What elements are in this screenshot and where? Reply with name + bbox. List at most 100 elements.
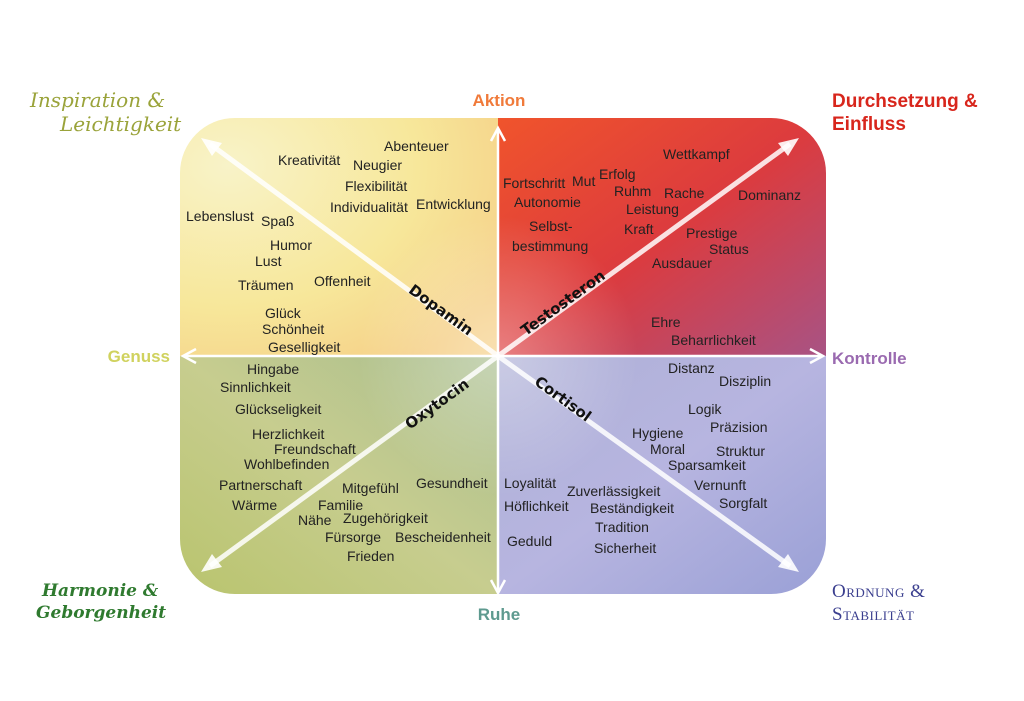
word: Tradition bbox=[595, 519, 649, 535]
word: Präzision bbox=[710, 419, 768, 435]
arrow-left-icon bbox=[180, 347, 197, 365]
word: Moral bbox=[650, 441, 685, 457]
arrowhead-bottom-right-icon bbox=[778, 554, 799, 572]
axis-label-left: Genuss bbox=[108, 347, 170, 366]
corner-line: Ordnung & bbox=[832, 581, 926, 602]
word: Mitgefühl bbox=[342, 480, 399, 496]
word: Träumen bbox=[238, 277, 294, 293]
word: Offenheit bbox=[314, 273, 371, 289]
corner-line: Geborgenheit bbox=[36, 603, 167, 623]
word: Kraft bbox=[624, 221, 654, 237]
corner-label-top-left: Inspiration & Leichtigkeit bbox=[30, 88, 181, 136]
arrowhead-top-left-icon bbox=[201, 138, 222, 156]
word: Herzlichkeit bbox=[252, 426, 324, 442]
word: Sinnlichkeit bbox=[220, 379, 291, 395]
word: Disziplin bbox=[719, 373, 771, 389]
arrow-up-icon bbox=[489, 125, 507, 142]
word: Gesundheit bbox=[416, 475, 488, 491]
diagonal-top-right bbox=[496, 141, 792, 359]
word: Neugier bbox=[353, 157, 402, 173]
word: Ehre bbox=[651, 314, 681, 330]
diagonal-top-left bbox=[208, 141, 500, 359]
word: Fortschritt bbox=[503, 175, 565, 191]
word: Selbst- bbox=[529, 218, 573, 234]
word: Abenteuer bbox=[384, 138, 449, 154]
arrow-down-icon bbox=[489, 579, 507, 596]
word: Sicherheit bbox=[594, 540, 656, 556]
word: Fürsorge bbox=[325, 529, 381, 545]
axis-label-top: Aktion bbox=[473, 91, 526, 110]
corner-line: Inspiration & bbox=[30, 88, 166, 112]
words-top-left: Abenteuer Kreativität Neugier Flexibilit… bbox=[186, 138, 491, 355]
corner-line: Stabilität bbox=[832, 604, 915, 625]
word: Individualität bbox=[330, 199, 408, 215]
corner-label-top-right: Durchsetzung & Einfluss bbox=[832, 90, 978, 136]
word: Beständigkeit bbox=[590, 500, 674, 516]
word: Loyalität bbox=[504, 475, 556, 491]
word: Geselligkeit bbox=[268, 339, 340, 355]
word: Vernunft bbox=[694, 477, 746, 493]
word: Ruhm bbox=[614, 183, 651, 199]
word: Distanz bbox=[668, 360, 715, 376]
word: Bescheidenheit bbox=[395, 529, 491, 545]
word: bestimmung bbox=[512, 238, 588, 254]
axes bbox=[180, 125, 826, 596]
word: Wärme bbox=[232, 497, 277, 513]
word: Nähe bbox=[298, 512, 332, 528]
axis-label-bottom: Ruhe bbox=[478, 605, 521, 624]
words-bottom-right: Distanz Disziplin Logik Präzision Hygien… bbox=[504, 360, 771, 556]
word: Flexibilität bbox=[345, 178, 407, 194]
word: Wettkampf bbox=[663, 146, 730, 162]
arrowhead-top-right-icon bbox=[778, 138, 799, 156]
word: Beharrlichkeit bbox=[671, 332, 756, 348]
corner-line: Durchsetzung & bbox=[832, 91, 978, 112]
axis-label-right: Kontrolle bbox=[832, 349, 907, 368]
corner-label-bottom-right: Ordnung & Stabilität bbox=[832, 580, 925, 626]
diagonal-bottom-left bbox=[208, 353, 500, 569]
word: Logik bbox=[688, 401, 722, 417]
word: Spaß bbox=[261, 213, 294, 229]
corner-line: Einfluss bbox=[832, 114, 906, 135]
word: Hygiene bbox=[632, 425, 684, 441]
word: Sorgfalt bbox=[719, 495, 767, 511]
words-top-right: Wettkampf Fortschritt Mut Erfolg Ruhm Ra… bbox=[503, 146, 801, 348]
arrow-right-icon bbox=[809, 347, 826, 365]
word: Humor bbox=[270, 237, 312, 253]
word: Familie bbox=[318, 497, 363, 513]
word: Mut bbox=[572, 173, 595, 189]
word: Hingabe bbox=[247, 361, 299, 377]
word: Höflichkeit bbox=[504, 498, 569, 514]
corner-label-bottom-left: Harmonie & Geborgenheit bbox=[36, 580, 166, 624]
word: Lust bbox=[255, 253, 282, 269]
word: Freundschaft bbox=[274, 441, 356, 457]
diagonal-bottom-right bbox=[496, 353, 792, 569]
word: Prestige bbox=[686, 225, 738, 241]
diagonals bbox=[208, 141, 792, 569]
word: Sparsamkeit bbox=[668, 457, 746, 473]
arrowhead-bottom-left-icon bbox=[201, 554, 222, 572]
word: Wohlbefinden bbox=[244, 456, 329, 472]
word: Zuverlässigkeit bbox=[567, 483, 660, 499]
word: Leistung bbox=[626, 201, 679, 217]
word: Kreativität bbox=[278, 152, 340, 168]
word: Dominanz bbox=[738, 187, 801, 203]
word: Entwicklung bbox=[416, 196, 491, 212]
word: Erfolg bbox=[599, 166, 636, 182]
word: Status bbox=[709, 241, 749, 257]
word: Partnerschaft bbox=[219, 477, 302, 493]
word: Autonomie bbox=[514, 194, 581, 210]
word: Schönheit bbox=[262, 321, 324, 337]
word: Frieden bbox=[347, 548, 394, 564]
word: Rache bbox=[664, 185, 705, 201]
corner-line: Harmonie & bbox=[42, 581, 159, 601]
word: Glückseligkeit bbox=[235, 401, 321, 417]
word: Struktur bbox=[716, 443, 765, 459]
word: Glück bbox=[265, 305, 302, 321]
word: Zugehörigkeit bbox=[343, 510, 428, 526]
corner-line: Leichtigkeit bbox=[60, 112, 182, 136]
word: Ausdauer bbox=[652, 255, 712, 271]
words-bottom-left: Hingabe Sinnlichkeit Glückseligkeit Herz… bbox=[219, 361, 491, 564]
diagonal-arrowheads bbox=[201, 138, 799, 572]
word: Lebenslust bbox=[186, 208, 254, 224]
